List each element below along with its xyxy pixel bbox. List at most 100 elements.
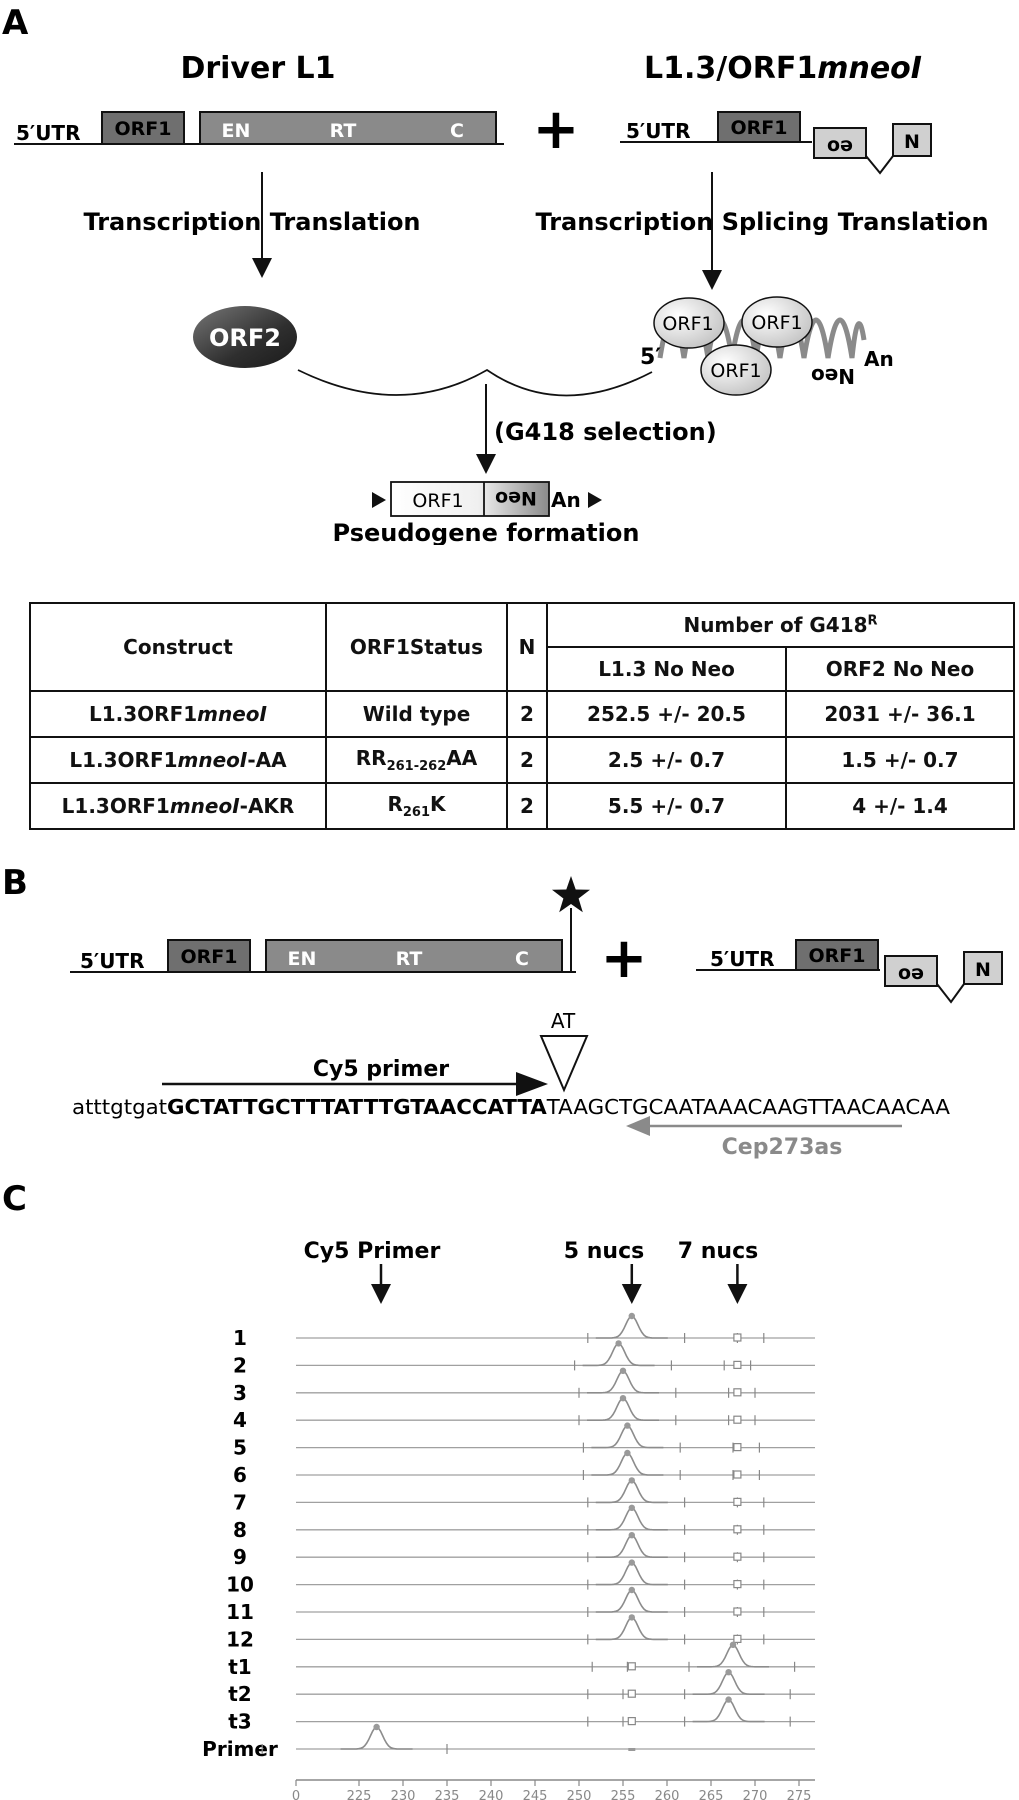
driver-b-orf2-box: [265, 939, 563, 973]
reporter-neo-left-label: oə: [827, 134, 853, 156]
bin-square: [733, 1497, 742, 1506]
right-flow-arrowhead: [702, 270, 722, 290]
axis-tick-label: 260: [655, 1789, 680, 1800]
cep273as-label: Cep273as: [722, 1135, 843, 1160]
panel-c-label: C: [2, 1179, 27, 1219]
bin-square: [627, 1689, 636, 1698]
cy5-primer-arrowhead: [516, 1072, 548, 1096]
bin-square: [733, 1580, 742, 1589]
axis-tick-label: 225: [347, 1789, 372, 1800]
reporter-intron: [865, 155, 894, 175]
trace-peak: [595, 1616, 668, 1641]
pseudogene-orf1-label: ORF1: [412, 490, 463, 512]
lane-7: 7: [233, 1477, 815, 1514]
reporter-b-utr-label: 5′UTR: [710, 947, 774, 971]
reporter-b-orf1-label: ORF1: [809, 945, 866, 967]
peak-marker: [624, 1422, 631, 1429]
g418-results-table: Construct ORF1Status N Number of G418R L…: [29, 602, 1016, 830]
bin-square: [733, 1552, 742, 1561]
orf1-protein-2-label: ORF1: [751, 312, 802, 334]
trace-peak: [587, 1369, 659, 1394]
reporter-gene-b: 5′UTR ORF1 oə N: [696, 939, 1003, 1004]
peak-marker: [628, 1504, 635, 1511]
table-row: L1.3ORF1mneoI-AA RR261-262AA 2 2.5 +/- 0…: [29, 736, 1016, 784]
bin-square: [627, 1716, 636, 1726]
row-l13: 2.5 +/- 0.7: [546, 736, 787, 784]
trace-peak: [591, 1424, 664, 1449]
reporter-title: L1.3/ORF1mneoI: [644, 51, 922, 86]
peak-marker: [619, 1395, 627, 1402]
left-flow-arrowhead: [252, 258, 272, 278]
orf1-protein-1: [653, 297, 725, 349]
reporter-utr-label: 5′UTR: [626, 119, 690, 143]
panel-b-label: B: [2, 863, 28, 903]
peak-marker: [628, 1586, 635, 1594]
driver-b-utr-label: 5′UTR: [80, 949, 144, 973]
cy5-primer-label: Cy5 primer: [313, 1057, 449, 1082]
driver-orf2-box: [199, 111, 497, 145]
lane-8: 8: [233, 1504, 815, 1542]
protein-interaction-arc: [297, 368, 653, 397]
orf2-protein-label: ORF2: [209, 324, 281, 352]
bin-square: [628, 1748, 636, 1751]
peak-marker: [628, 1614, 635, 1621]
trace-peak: [697, 1643, 769, 1668]
bin-square: [733, 1470, 742, 1479]
reporter-b-neo-left-label: oə: [898, 962, 924, 984]
header-n: N: [506, 602, 548, 692]
pseudogene: ORF1 Neo An: [372, 481, 602, 517]
row-n: 2: [506, 736, 548, 784]
lane-9: 9: [233, 1532, 815, 1569]
header-l13-no-neo: L1.3 No Neo: [546, 646, 787, 692]
rna-polya-label: An: [864, 347, 894, 371]
rna-five-prime-label: 5′: [640, 345, 661, 370]
driver-c-label: C: [450, 120, 464, 142]
reporter-orf1-label: ORF1: [731, 117, 788, 139]
lane-label: 3: [233, 1381, 247, 1405]
reporter-neo-right-label: N: [904, 131, 920, 153]
axis-tick-label: 255: [611, 1789, 636, 1800]
row-construct: L1.3ORF1mneoI: [29, 690, 327, 738]
trace-peak: [582, 1342, 655, 1367]
plus-sign-b: +: [601, 926, 648, 991]
peak-marker: [628, 1477, 635, 1484]
orf1-protein-3-label: ORF1: [710, 360, 761, 382]
trace-peak: [595, 1315, 668, 1339]
driver-b-orf1-box: [167, 939, 251, 973]
pseudogene-polya-label: An: [551, 488, 581, 512]
axis-tick-label: 235: [435, 1789, 460, 1800]
lane-11: 11: [226, 1586, 815, 1624]
lane-t3: t3: [228, 1696, 815, 1734]
bin-square: [733, 1415, 742, 1424]
axis-tick-label: 245: [523, 1789, 548, 1800]
lane-label: 10: [226, 1573, 254, 1597]
reporter-gene: 5′UTR ORF1 oə N: [620, 111, 932, 175]
reporter-neo-right-box: [892, 123, 932, 157]
orf1-protein-2: [741, 296, 813, 348]
trace-peak: [595, 1534, 668, 1558]
driver-orf1-label: ORF1: [115, 118, 172, 140]
marker-arrowhead-5-nucs: [621, 1284, 642, 1304]
row-n: 2: [506, 782, 548, 830]
row-construct: L1.3ORF1mneoI-AA: [29, 736, 327, 784]
peak-marker: [624, 1449, 631, 1457]
marker-arrowhead-7-nucs: [727, 1284, 748, 1304]
cep273as-arrowhead: [626, 1116, 650, 1136]
driver-orf1-box: [101, 111, 185, 145]
lane-label: 12: [226, 1627, 254, 1651]
trace-peak: [587, 1397, 659, 1421]
lane-3: 3: [233, 1367, 815, 1405]
header-orf2-no-neo: ORF2 No Neo: [784, 646, 1016, 692]
peak-marker: [628, 1532, 635, 1539]
reporter-b-neo-right-box: [963, 951, 1003, 985]
lane-label: t1: [228, 1655, 251, 1679]
lane-label: 11: [226, 1600, 254, 1624]
driver-en-label: EN: [222, 120, 251, 142]
pseudogene-box: [390, 481, 550, 517]
reporter-orf1-box: [717, 111, 801, 143]
peak-marker: [615, 1340, 622, 1347]
lane-label: 2: [233, 1353, 247, 1377]
row-construct: L1.3ORF1mneoI-AKR: [29, 782, 327, 830]
axis-tick-label: 270: [743, 1789, 768, 1800]
reporter-b-neo-left-box: [884, 955, 938, 987]
